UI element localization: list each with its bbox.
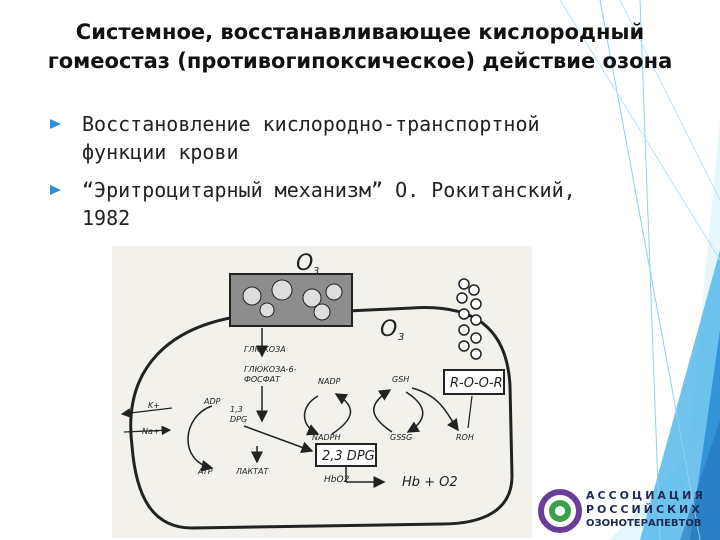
na-ion-label: Na+ [142, 427, 160, 436]
bullet-arrow-icon [50, 185, 61, 195]
adp-label: ADP [203, 397, 221, 406]
ozone-label-mid: O [380, 317, 397, 342]
svg-text:3: 3 [313, 266, 319, 277]
logo-emblem-icon [538, 489, 582, 533]
slide-title: Системное, восстанавливающее кислородный… [47, 20, 673, 73]
lactate-label: ЛАКТАТ [235, 467, 270, 476]
bullet-item: “Эритроцитарный механизм” О. Рокитанский… [50, 176, 610, 232]
dpg13-label: 1,3 [230, 405, 243, 414]
bullet-text: Восстановление кислородно-транспортной ф… [82, 112, 540, 164]
svg-text:3: 3 [398, 332, 404, 343]
roor-box [443, 369, 505, 395]
gsh-label: GSH [392, 375, 409, 384]
logo-line-1: АССОЦИАЦИЯ [586, 489, 706, 502]
roh-label: ROH [456, 433, 474, 442]
bullet-arrow-icon [50, 119, 61, 129]
association-logo: АССОЦИАЦИЯ РОССИЙСКИХ ОЗОНОТЕРАПЕВТОВ [538, 488, 718, 534]
logo-line-2: РОССИЙСКИХ [586, 503, 703, 516]
lipid-chain [456, 278, 482, 360]
cell-membrane-outline [129, 306, 514, 530]
gssg-label: GSSG [390, 433, 412, 442]
hbo2-label: HbO2 [324, 475, 350, 485]
logo-line-3: ОЗОНОТЕРАПЕВТОВ [586, 518, 702, 529]
dpg23-label: 2,3 DPG [322, 449, 375, 464]
hb-o2-label: Hb + O2 [402, 475, 458, 490]
svg-text:DPG: DPG [230, 415, 247, 424]
k-ion-label: K+ [148, 401, 160, 410]
roor-label: R-O-O-R [450, 376, 503, 391]
atp-label: ATP [197, 467, 213, 476]
nadph-label: NADPH [312, 433, 340, 442]
bullet-list: Восстановление кислородно-транспортной ф… [50, 110, 610, 242]
bullet-text: “Эритроцитарный механизм” О. Рокитанский… [82, 178, 576, 230]
bullet-item: Восстановление кислородно-транспортной ф… [50, 110, 610, 166]
glucose-label: ГЛЮКОЗА [244, 345, 286, 354]
adp-atp-cycle [187, 405, 214, 472]
svg-text:ФОСФАТ: ФОСФАТ [244, 375, 281, 384]
nadp-label: NADP [318, 377, 341, 386]
glucose-6-phosphate-label: ГЛЮКОЗА-6- [244, 365, 297, 374]
ozone-label-top: O [296, 251, 313, 276]
erythrocyte-diagram: O 3 O 3 R-O-O-R ГЛЮКОЗА ГЛЮКОЗА-6- ФОСФА… [112, 246, 532, 538]
